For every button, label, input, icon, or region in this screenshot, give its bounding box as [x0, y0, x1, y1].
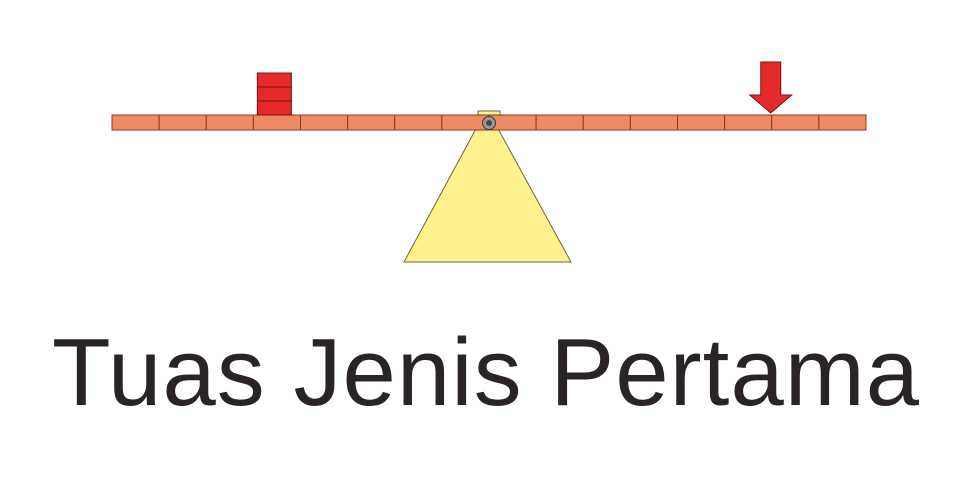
- beam-segment: [629, 114, 678, 131]
- diagram-title: Tuas Jenis Pertama: [51, 319, 921, 426]
- beam-segment: [724, 114, 773, 131]
- beam-segment: [205, 114, 254, 131]
- beam-segment: [158, 114, 207, 131]
- lever-beam: [111, 114, 867, 131]
- beam-segment: [441, 114, 490, 131]
- effort-arrow: [748, 61, 794, 114]
- load-block: [256, 86, 292, 102]
- load-block: [256, 100, 292, 116]
- pivot-bolt: [482, 116, 496, 130]
- beam-segment: [111, 114, 160, 131]
- beam-segment: [677, 114, 726, 131]
- load-block: [256, 72, 292, 88]
- effort-arrow-shape: [748, 61, 794, 114]
- beam-segment: [488, 114, 537, 131]
- beam-segment: [394, 114, 443, 131]
- beam-segment: [252, 114, 301, 131]
- beam-segment: [347, 114, 396, 131]
- beam-segment: [300, 114, 349, 131]
- lever-diagram: [111, 61, 867, 263]
- beam-segment: [535, 114, 584, 131]
- beam-segment: [771, 114, 820, 131]
- beam-segment: [582, 114, 631, 131]
- beam-segment: [818, 114, 867, 131]
- load-weight: [256, 72, 292, 116]
- fulcrum-triangle: [403, 124, 572, 263]
